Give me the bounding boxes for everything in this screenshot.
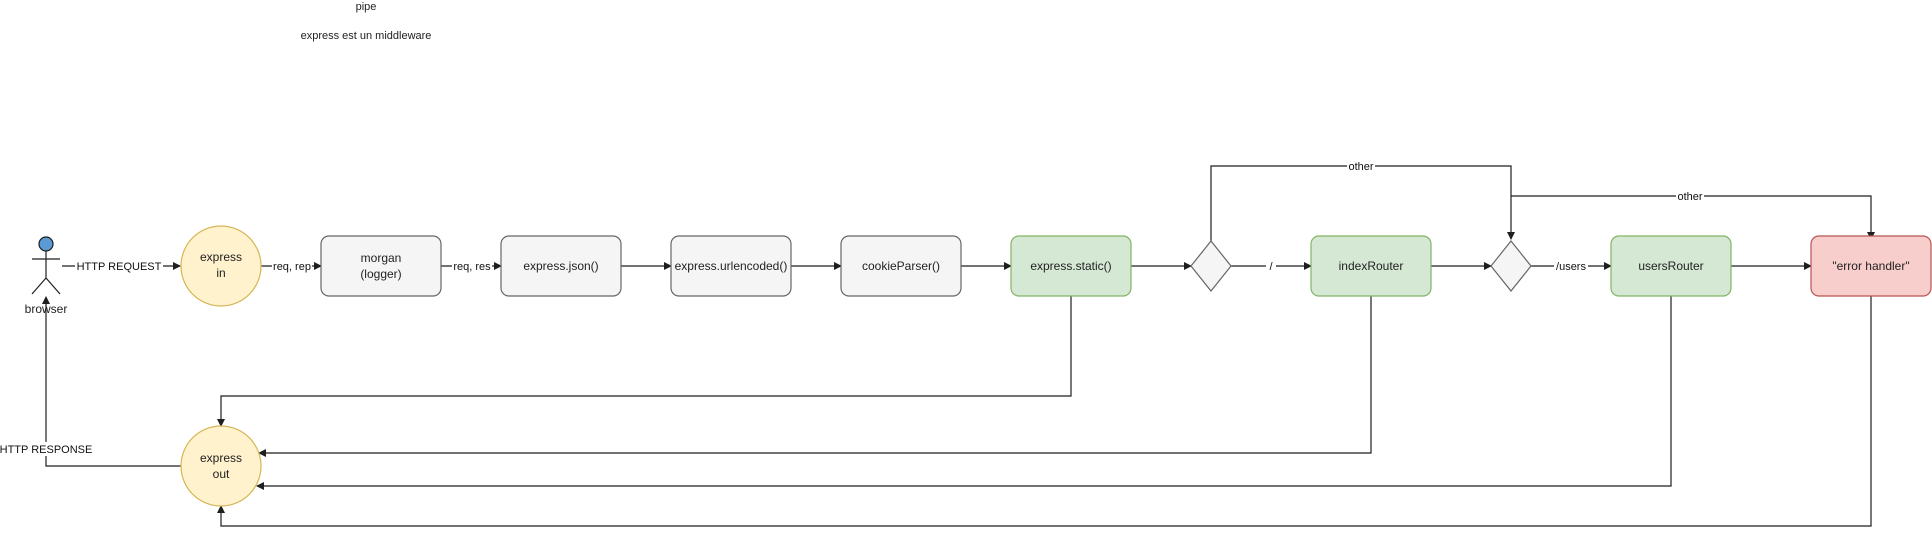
users-route-label: /users	[1556, 261, 1586, 273]
edge-decision2-other[interactable]	[1511, 195, 1875, 240]
decision-1-shape	[1190, 240, 1232, 292]
actor-right-leg	[45, 277, 61, 295]
node-express-out[interactable]: express out	[180, 425, 262, 507]
users-router-shape	[1610, 235, 1732, 297]
urlencoded-shape	[670, 235, 792, 297]
express-in-shape	[180, 225, 262, 307]
edge-decision1-other[interactable]	[1210, 165, 1515, 241]
cookie-parser-label: cookieParser()	[862, 259, 940, 273]
browser-actor[interactable]: browser	[25, 236, 68, 316]
morgan-shape	[320, 235, 442, 297]
root-route-label: /	[1269, 261, 1273, 273]
index-router-label: indexRouter	[1339, 259, 1404, 273]
express-out-shape	[180, 425, 262, 507]
express-static-label: express.static()	[1030, 259, 1111, 273]
users-router-label: usersRouter	[1638, 259, 1703, 273]
express-out-line-2: out	[213, 467, 230, 481]
node-users-router[interactable]: usersRouter	[1610, 235, 1732, 297]
edge-http-response[interactable]	[42, 296, 181, 467]
express-static-shape	[1010, 235, 1132, 297]
edges	[42, 165, 1875, 527]
express-in-line-1: express	[200, 250, 242, 264]
other-top-label: other	[1348, 161, 1373, 173]
pipe-note: pipe	[356, 1, 377, 13]
node-cookie-parser[interactable]: cookieParser()	[840, 235, 962, 297]
req-res-label: req, res	[453, 261, 491, 273]
decision-diamond-2[interactable]	[1490, 240, 1532, 292]
morgan-line-2: (logger)	[360, 267, 401, 281]
other-mid-label: other	[1677, 191, 1702, 203]
decision-diamond-1[interactable]	[1190, 240, 1232, 292]
node-express-in[interactable]: express in	[180, 225, 262, 307]
index-router-shape	[1310, 235, 1432, 297]
express-out-line-1: express	[200, 451, 242, 465]
node-express-json[interactable]: express.json()	[500, 235, 622, 297]
http-response-label: HTTP RESPONSE	[0, 444, 92, 456]
node-morgan[interactable]: morgan (logger)	[320, 235, 442, 297]
edge-error-to-out[interactable]	[217, 296, 1872, 527]
req-rep-label: req, rep	[273, 261, 311, 273]
actor-head	[38, 236, 54, 252]
node-error-handler[interactable]: "error handler"	[1810, 235, 1932, 297]
urlencoded-label: express.urlencoded()	[675, 259, 788, 273]
cookie-parser-shape	[840, 235, 962, 297]
express-json-label: express.json()	[523, 259, 598, 273]
http-request-label: HTTP REQUEST	[77, 261, 162, 273]
decision-2-shape	[1490, 240, 1532, 292]
morgan-line-1: morgan	[361, 251, 402, 265]
actor-label: browser	[25, 302, 68, 316]
error-handler-shape	[1810, 235, 1932, 297]
edge-labels: HTTP REQUEST req, rep req, res / /users …	[0, 159, 1704, 456]
middleware-note: express est un middleware	[301, 30, 432, 42]
node-express-static[interactable]: express.static()	[1010, 235, 1132, 297]
node-index-router[interactable]: indexRouter	[1310, 235, 1432, 297]
edge-static-to-out[interactable]	[217, 296, 1072, 427]
actor-left-leg	[31, 277, 47, 295]
express-json-shape	[500, 235, 622, 297]
express-in-line-2: in	[216, 266, 225, 280]
edge-users-to-out[interactable]	[256, 296, 1672, 490]
edge-index-to-out[interactable]	[258, 296, 1372, 457]
error-handler-label: "error handler"	[1832, 259, 1909, 273]
node-urlencoded[interactable]: express.urlencoded()	[670, 235, 792, 297]
